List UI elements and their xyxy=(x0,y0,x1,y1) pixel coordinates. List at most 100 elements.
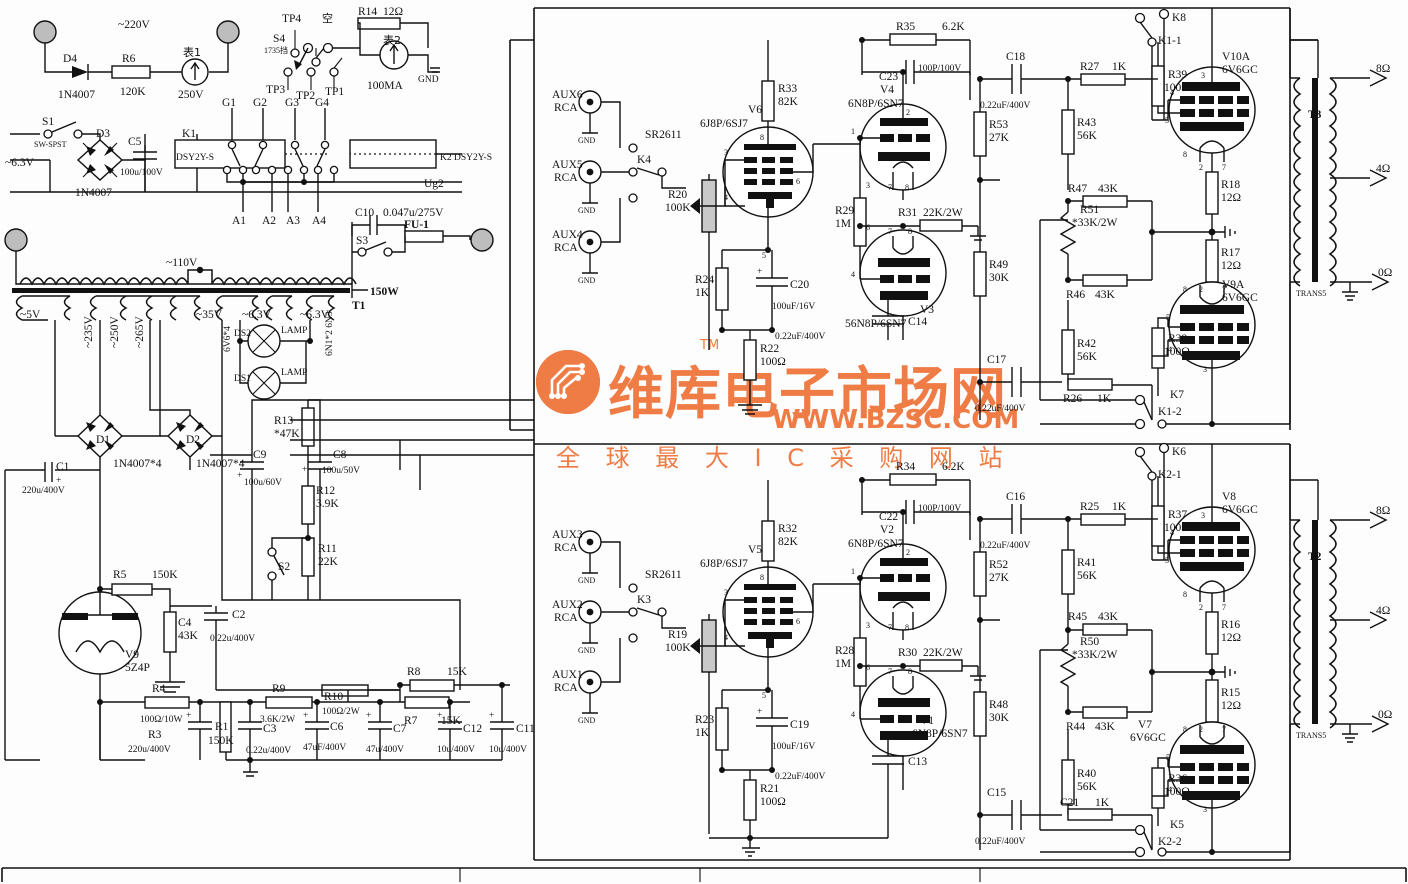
k1-2-common[interactable] xyxy=(1157,419,1167,429)
k4-contact-a[interactable] xyxy=(628,143,638,153)
k1-1-common[interactable] xyxy=(1147,37,1157,47)
label-sec-63v-b: ~6.3V xyxy=(300,309,330,321)
label-t2-type: TRANS5 xyxy=(1296,731,1326,740)
t2-core xyxy=(1312,520,1318,724)
contact-a3-l[interactable] xyxy=(283,165,293,175)
label-k3: K3 xyxy=(637,594,651,606)
svg-text:+: + xyxy=(186,711,191,721)
label-d4-ref: D4 xyxy=(63,53,77,65)
k7-contact-top[interactable] xyxy=(1134,394,1146,406)
label-k1-ref: K1 xyxy=(182,128,196,140)
mains-terminal-right[interactable] xyxy=(216,20,240,44)
contact-a2-l[interactable] xyxy=(251,165,261,175)
contact-a4-l[interactable] xyxy=(313,165,323,175)
channel-upper-group: AUX6 RCA GND AUX5 RCA GND AUX4 RCA GND xyxy=(509,7,1392,444)
ac-terminal-left[interactable] xyxy=(4,228,28,252)
k3-contact-a[interactable] xyxy=(628,583,638,593)
contact-a4-r[interactable] xyxy=(329,165,339,175)
label-v1-ref: V1 xyxy=(920,715,934,727)
label-v8-type: 6V6GC xyxy=(1222,504,1258,516)
label-c15-ref: C15 xyxy=(987,787,1006,799)
mains-terminal-left[interactable] xyxy=(33,20,57,44)
svg-text:+: + xyxy=(757,707,762,717)
svg-text:8: 8 xyxy=(1183,150,1187,159)
k7-contact-bottom[interactable] xyxy=(1134,418,1146,430)
s1-left[interactable] xyxy=(43,129,53,139)
resistor-r29 xyxy=(853,197,867,247)
k8-contact-left[interactable] xyxy=(1134,12,1146,24)
label-r3-value: 220u/400V xyxy=(128,745,171,755)
k2-1-common[interactable] xyxy=(1147,471,1157,481)
svg-text:6: 6 xyxy=(796,177,800,186)
contact-a1-r[interactable] xyxy=(238,165,248,175)
label-r34-ref: R34 xyxy=(896,461,915,473)
label-c6-value: 47uF/400V xyxy=(303,743,346,753)
resistor-r16 xyxy=(1205,611,1219,655)
contact-g4-top[interactable] xyxy=(320,140,330,150)
k2-2-common[interactable] xyxy=(1157,847,1167,857)
k8-contact-right[interactable] xyxy=(1158,8,1170,20)
s2-top[interactable] xyxy=(267,547,277,557)
svg-text:3: 3 xyxy=(724,148,728,157)
k4-contact-c[interactable] xyxy=(628,193,638,203)
k3-contact-b[interactable] xyxy=(628,607,638,617)
label-c1-ref: C1 xyxy=(56,461,70,473)
s3-left[interactable] xyxy=(357,247,367,257)
k6-contact-right[interactable] xyxy=(1158,442,1170,454)
tp2-terminal[interactable] xyxy=(306,67,316,77)
label-r21-value: 100Ω xyxy=(760,796,786,808)
label-c19-ref: C19 xyxy=(790,719,809,731)
label-v2-ref: V2 xyxy=(880,524,894,536)
tp4-terminal[interactable] xyxy=(290,48,300,58)
k5-contact-bottom[interactable] xyxy=(1134,846,1146,858)
mains-meter-group: D4 1N4007 R6 120K 表1 250V ~220V xyxy=(33,19,240,101)
label-aux1-type: RCA xyxy=(554,682,578,694)
s1-right[interactable] xyxy=(73,129,83,139)
ac-terminal-right[interactable] xyxy=(470,228,494,252)
k3-contact-c[interactable] xyxy=(628,633,638,643)
k5-contact-top[interactable] xyxy=(1134,824,1146,836)
tp3-terminal[interactable] xyxy=(283,67,293,77)
label-t2-tap-4: 4Ω xyxy=(1376,605,1390,617)
contact-g3-top[interactable] xyxy=(290,140,300,150)
s4-common[interactable] xyxy=(322,42,334,54)
label-r17-ref: R17 xyxy=(1221,247,1240,259)
k4-contact-b[interactable] xyxy=(628,167,638,177)
label-r3-ref: R3 xyxy=(148,729,162,741)
k3-wiper[interactable] xyxy=(657,607,667,617)
label-meter1-ref: 表1 xyxy=(183,45,201,59)
label-r53-value: 27K xyxy=(989,132,1010,144)
label-tp2: TP2 xyxy=(296,90,315,102)
resistor-r28 xyxy=(853,637,867,687)
relay-contacts xyxy=(222,108,462,212)
label-sec-235v: ~235V xyxy=(83,316,95,348)
label-v7-ref: V7 xyxy=(1138,719,1152,731)
tp1-terminal[interactable] xyxy=(329,67,339,77)
label-s2: S2 xyxy=(278,561,290,573)
spare-terminal[interactable] xyxy=(311,57,321,67)
k6-contact-left[interactable] xyxy=(1134,446,1146,458)
contact-g2-top[interactable] xyxy=(258,140,268,150)
output-transformer-t3: T3 TRANS5 8Ω 4Ω 0Ω xyxy=(1290,39,1392,301)
label-r22-value: 100Ω xyxy=(760,356,786,368)
lower-inputs: AUX3 RCA GND AUX2 RCA GND AUX1 RCA GND xyxy=(552,529,686,725)
label-ds2: DS2 xyxy=(234,329,251,339)
label-d3-ref: D3 xyxy=(96,128,110,140)
resistor-r46 xyxy=(1082,274,1128,287)
label-c17-ref: C17 xyxy=(987,354,1006,366)
contact-a2-r[interactable] xyxy=(267,165,277,175)
label-aux5-gnd: GND xyxy=(578,206,596,215)
s3-right[interactable] xyxy=(383,247,393,257)
s2-bottom[interactable] xyxy=(267,571,277,581)
k4-wiper[interactable] xyxy=(657,167,667,177)
contact-g1-top[interactable] xyxy=(227,140,237,150)
label-meter1-value: 250V xyxy=(178,89,204,101)
label-r51-value: *33K/2W xyxy=(1072,217,1118,229)
label-c3-value: 0.22u/400V xyxy=(246,746,291,756)
contact-a3-r[interactable] xyxy=(299,165,309,175)
svg-text:7: 7 xyxy=(1222,285,1226,294)
contact-a1-l[interactable] xyxy=(222,165,232,175)
t3-core xyxy=(1312,78,1318,282)
label-c20-ref: C20 xyxy=(790,279,809,291)
svg-text:2: 2 xyxy=(1199,725,1203,734)
